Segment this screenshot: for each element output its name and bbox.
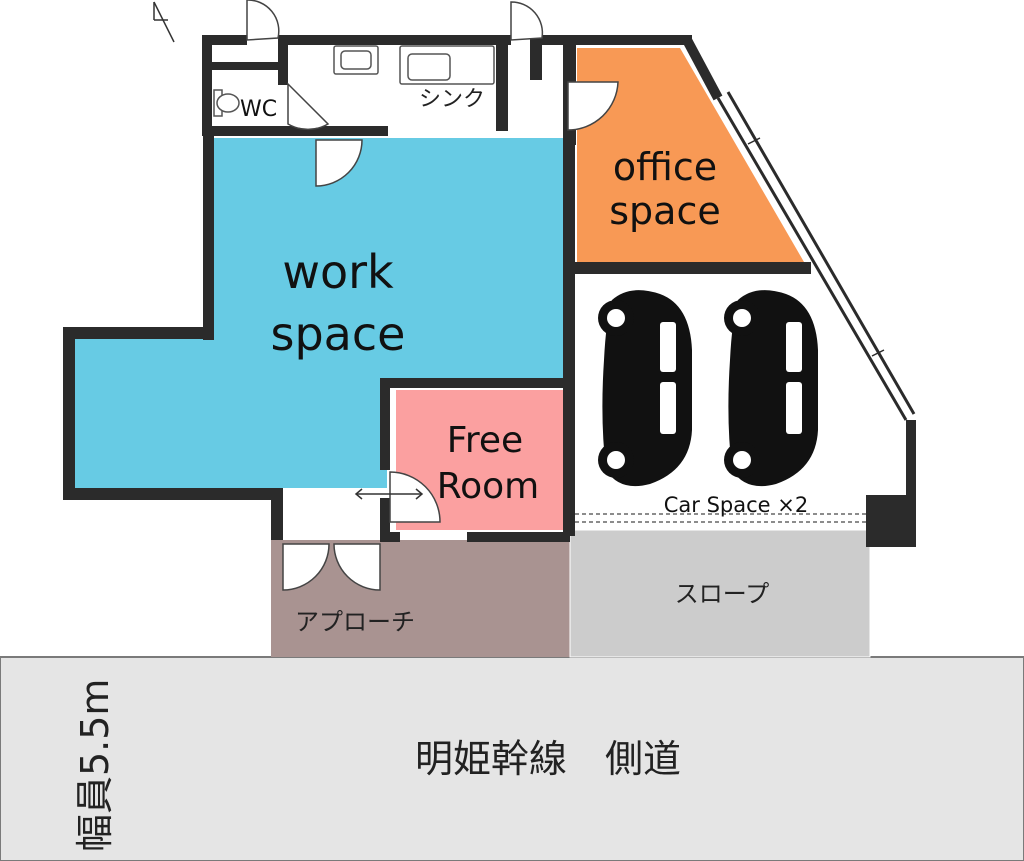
car-space-label: Car Space ×2 (664, 493, 808, 517)
wc-toilet-icon (213, 89, 240, 117)
approach-label: アプローチ (295, 608, 415, 636)
office-space-label-line2: space (609, 189, 720, 233)
slope-label: スロープ (675, 580, 770, 608)
work-space-area (75, 138, 563, 488)
road-name-label: 明姫幹線 側道 (415, 737, 681, 781)
work-space-label-line2: space (271, 307, 406, 361)
free-room-label-line2: Room (437, 466, 540, 507)
door-swing-icon (246, 0, 619, 591)
office-space-label-line1: office (613, 145, 717, 189)
free-room-label-line1: Free (447, 420, 523, 461)
door-arrow-icon (354, 488, 424, 500)
office-space-area (577, 48, 804, 262)
walls (63, 35, 916, 547)
road-width-label: 幅員5.5m (73, 679, 117, 852)
car-icon (724, 290, 818, 487)
sink-icon (333, 45, 495, 85)
road-area (0, 656, 1024, 861)
work-space-label-line1: work (282, 245, 394, 299)
window-wall (682, 37, 916, 421)
north-arrow-icon (153, 1, 175, 43)
car-icon (598, 290, 692, 487)
wc-label: WC (240, 97, 277, 122)
slope-area (569, 529, 871, 658)
sink-label: シンク (419, 87, 485, 112)
